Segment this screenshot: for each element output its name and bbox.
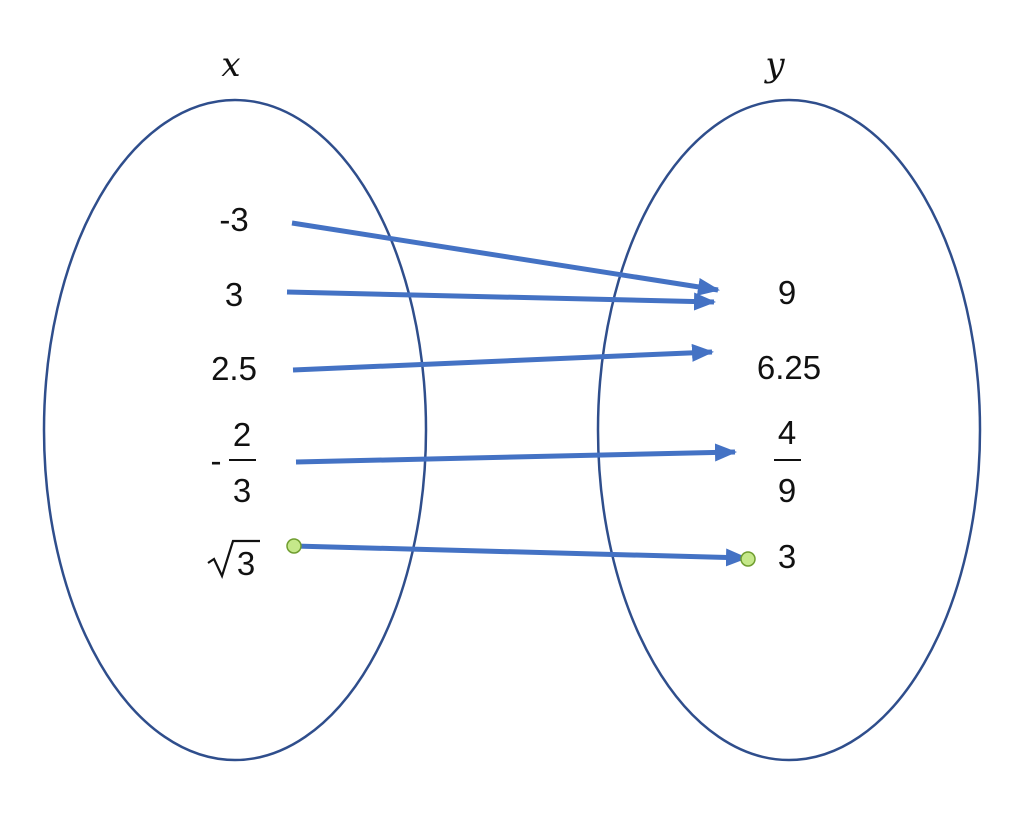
arrow-3-to-9 — [286, 289, 716, 311]
domain-ellipse — [42, 98, 428, 762]
domain-value-2-5: 2.5 — [211, 350, 257, 387]
fraction-sign: - — [211, 442, 222, 479]
range-value-3: 3 — [778, 538, 796, 575]
range-value-6-25: 6.25 — [757, 349, 821, 386]
domain-value-3: 3 — [225, 276, 243, 313]
arrow-neg-fraction-to-fraction — [295, 443, 737, 465]
fraction-numerator: 4 — [778, 414, 796, 451]
domain-value-neg3: -3 — [219, 201, 248, 238]
radical-sign-icon — [207, 539, 260, 580]
range-value-9: 9 — [778, 274, 796, 311]
range-ellipse — [596, 98, 982, 762]
fraction-denominator: 9 — [778, 472, 796, 509]
range-value-fraction: 4 9 — [774, 414, 801, 509]
set-y-title: y — [763, 45, 785, 85]
arrow-neg3-to-9 — [291, 220, 720, 296]
fraction-denominator: 3 — [233, 472, 251, 509]
start-dot — [286, 538, 302, 554]
fraction-numerator: 2 — [233, 416, 251, 453]
set-x-title: x — [221, 45, 240, 85]
domain-value-neg-fraction: - 2 3 — [211, 416, 256, 509]
domain-value-sqrt3: 3 — [207, 539, 260, 582]
radicand: 3 — [237, 545, 255, 582]
arrow-sqrt3-to-3 — [293, 543, 748, 567]
arrow-2-5-to-6-25 — [292, 343, 714, 373]
end-dot — [740, 551, 756, 567]
